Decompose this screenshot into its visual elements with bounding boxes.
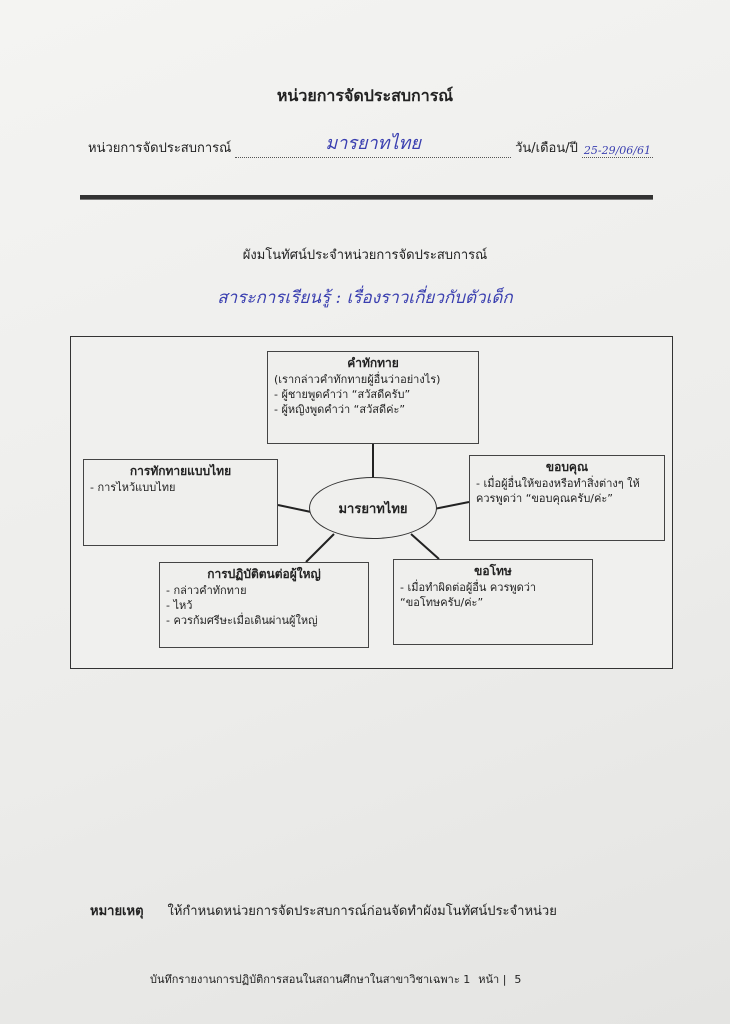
sorry-title: ขอโทษ (474, 564, 512, 578)
page-title: หน่วยการจัดประสบการณ์ (276, 86, 454, 105)
thanks-title: ขอบคุณ (545, 460, 589, 474)
note-text: ให้กำหนดหน่วยการจัดประสบการณ์ก่อนจัดทำผั… (167, 904, 557, 919)
date-label: วัน/เดือน/ปี (515, 141, 578, 156)
elders-line: - ควรก้มศรีษะเมื่อเดินผ่านผู้ใหญ่ (166, 614, 318, 627)
footer: บันทึกรายงานการปฏิบัติการสอนในสถานศึกษาใ… (150, 970, 690, 988)
greeting-line: - ผู้หญิงพูดคำว่า “สวัสดีค่ะ” (274, 403, 406, 416)
unit-row: หน่วยการจัดประสบการณ์ มารยาทไทย วัน/เดือ… (88, 128, 653, 158)
greeting-title: คำทักทาย (347, 356, 399, 370)
greeting-line: (เรากล่าวคำทักทายผู้อื่นว่าอย่างไร) (274, 373, 441, 386)
connector-lines (277, 444, 470, 563)
subject-line: สาระการเรียนรู้ : เรื่องราวเกี่ยวกับตัวเ… (217, 288, 513, 308)
thanks-line: ควรพูดว่า “ขอบคุณครับ/ค่ะ” (476, 492, 613, 505)
elders-box: การปฏิบัติตนต่อผู้ใหญ่ - กล่าวคำทักทาย -… (159, 562, 369, 648)
concept-map-heading: ผังมโนทัศน์ประจำหน่วยการจัดประสบการณ์ (242, 248, 488, 263)
sorry-box: ขอโทษ - เมื่อทำผิดต่อผู้อื่น ควรพูดว่า “… (393, 559, 593, 645)
divider (80, 195, 653, 200)
sorry-line: “ขอโทษครับ/ค่ะ” (400, 596, 484, 609)
unit-dotted-line: มารยาทไทย (235, 128, 512, 158)
greeting-line: - ผู้ชายพูดคำว่า “สวัสดีครับ” (274, 388, 411, 401)
elders-line: - ไหว้ (166, 599, 193, 612)
thanks-box: ขอบคุณ - เมื่อผู้อื่นให้ของหรือทำสิ่งต่า… (469, 455, 665, 541)
elders-title: การปฏิบัติตนต่อผู้ใหญ่ (207, 567, 321, 581)
unit-value: มารยาทไทย (325, 133, 421, 154)
note-label: หมายเหตุ (90, 904, 144, 919)
date-value: 25-29/06/61 (583, 144, 651, 157)
thai-greeting-line: - การไหว้แบบไทย (90, 481, 176, 494)
footer-page-label: หน้า | (478, 973, 507, 986)
concept-map: คำทักทาย (เรากล่าวคำทักทายผู้อื่นว่าอย่า… (70, 336, 673, 669)
elders-line: - กล่าวคำทักทาย (166, 584, 247, 597)
footer-page-number: 5 (514, 973, 522, 986)
note-row: หมายเหตุ ให้กำหนดหน่วยการจัดประสบการณ์ก่… (90, 900, 670, 921)
thanks-line: - เมื่อผู้อื่นให้ของหรือทำสิ่งต่างๆ ให้ (476, 477, 640, 490)
sorry-line: - เมื่อทำผิดต่อผู้อื่น ควรพูดว่า (400, 581, 537, 594)
greeting-box: คำทักทาย (เรากล่าวคำทักทายผู้อื่นว่าอย่า… (267, 351, 479, 444)
center-node: มารยาทไทย (309, 477, 437, 539)
unit-label: หน่วยการจัดประสบการณ์ (88, 141, 232, 156)
thai-greeting-box: การทักทายแบบไทย - การไหว้แบบไทย (83, 459, 278, 546)
thai-greeting-title: การทักทายแบบไทย (129, 464, 232, 478)
footer-text: บันทึกรายงานการปฏิบัติการสอนในสถานศึกษาใ… (150, 973, 471, 986)
date-dotted-line: 25-29/06/61 (581, 144, 653, 158)
